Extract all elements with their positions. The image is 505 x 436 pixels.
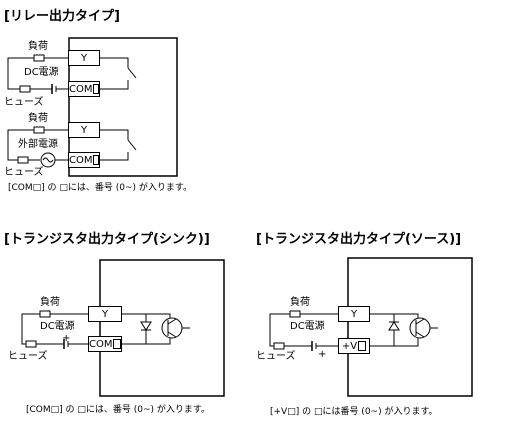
sink-fuse-symbol [25,340,37,348]
source-plus-label: + [318,349,327,360]
sink-title: [トランジスタ出力タイプ(シンク)] [4,232,210,247]
relay-fuse1-label: ヒューズ [4,97,44,108]
source-title: [トランジスタ出力タイプ(ソース)] [256,232,462,247]
relay-dc-power-label: DC電源 [24,67,59,78]
sink-y-terminal: Y [88,306,122,322]
relay-title: [リレー出力タイプ] [4,9,120,24]
source-fuse-label: ヒューズ [256,351,296,362]
sink-dc-power-label: DC電源 [40,321,75,332]
relay-note: [COM□] の □には、番号 (0~) が入ります。 [8,183,192,193]
sink-load-label: 負荷 [40,297,60,308]
source-load-label: 負荷 [290,297,310,308]
sink-load-symbol [39,310,51,318]
relay-y2-terminal: Y [68,122,100,138]
relay-fuse2-symbol [17,156,29,164]
relay-y1-terminal: Y [68,50,100,66]
relay-load2-symbol [33,126,45,134]
relay-ext-power-label: 外部電源 [18,139,58,150]
relay-com2-terminal: COM [68,152,100,168]
source-plc-body [347,257,473,397]
source-y-terminal: Y [338,306,370,322]
relay-fuse1-symbol [19,85,31,93]
source-fuse-symbol [273,342,285,350]
sink-fuse-label: ヒューズ [8,351,48,362]
source-vplus-terminal: +V [338,338,370,354]
relay-com1-terminal: COM [68,81,100,97]
sink-note: [COM□] の □には、番号 (0~) が入ります。 [26,405,210,415]
sink-plc-body [99,259,225,397]
relay-fuse2-label: ヒューズ [4,167,44,178]
relay-load1-label: 負荷 [28,41,48,52]
source-load-symbol [289,310,301,318]
sink-com-terminal: COM [88,336,122,352]
relay-load2-label: 負荷 [28,113,48,124]
relay-plc-body [68,37,178,177]
source-note: [+V□] の □には番号 (0~) が入ります。 [270,407,438,417]
source-dc-power-label: DC電源 [290,321,325,332]
sink-plus-label: + [62,333,71,344]
relay-load1-symbol [33,54,45,62]
